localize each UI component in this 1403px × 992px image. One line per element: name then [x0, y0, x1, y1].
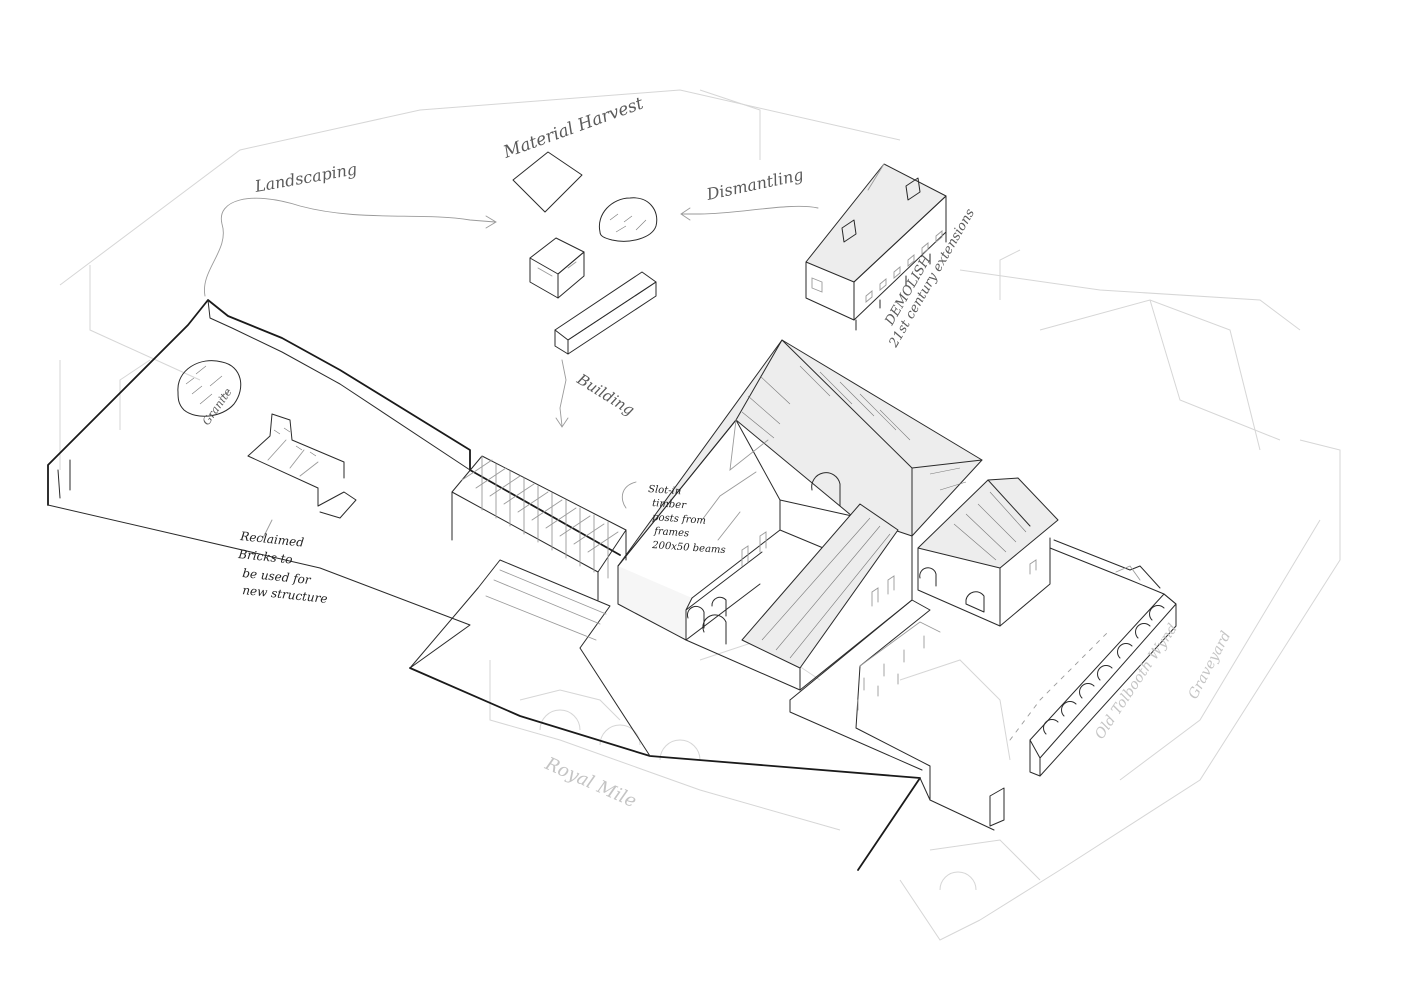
- demolish-building: [805, 163, 947, 331]
- slot-in-leader: [621, 481, 637, 509]
- dismantling-arrow: [681, 205, 819, 215]
- harvest-beam: [554, 271, 657, 355]
- material-harvest-cluster: [512, 151, 658, 355]
- annotation-labels: Material Harvest Landscaping Dismantling…: [200, 93, 1235, 812]
- granite-patch: [177, 360, 242, 417]
- label-slot-5: 200x50 beams: [651, 540, 726, 556]
- label-royal-mile: Royal Mile: [541, 753, 639, 812]
- label-landscaping: Landscaping: [252, 159, 358, 196]
- timber-frame-structure: [409, 455, 627, 669]
- left-site-wall: [47, 299, 621, 669]
- right-yard: [989, 539, 1177, 827]
- label-slot-4: frames: [653, 526, 690, 539]
- label-granite: Granite: [200, 385, 235, 427]
- process-arrows: [204, 197, 819, 428]
- label-slot-2: timber: [652, 498, 688, 511]
- label-reclaimed-4: new structure: [242, 583, 328, 606]
- building-arrow: [559, 359, 567, 427]
- harvest-cube: [529, 237, 585, 299]
- harvest-slab: [512, 151, 583, 213]
- small-house: [917, 477, 1059, 627]
- label-old-tolbooth-wynd: Old Tolbooth Wynd: [1092, 621, 1181, 742]
- label-reclaimed-2: Bricks to: [237, 547, 294, 567]
- lower-annex: [789, 599, 995, 831]
- landscaping-arrow: [204, 197, 496, 297]
- ruin-walls: [247, 413, 357, 519]
- label-material-harvest: Material Harvest: [500, 93, 646, 163]
- courtyard-building: [617, 339, 983, 691]
- reclaimed-leader: [261, 519, 273, 541]
- label-slot-3: posts from: [652, 512, 707, 527]
- harvest-rubble: [598, 197, 658, 242]
- label-dismantling: Dismantling: [704, 165, 805, 204]
- label-reclaimed-1: Reclaimed: [239, 529, 305, 550]
- label-building: Building: [573, 370, 638, 420]
- label-graveyard: Graveyard: [1185, 629, 1234, 702]
- street-frontage: [409, 647, 931, 871]
- label-slot-1: Slot-in: [648, 484, 682, 497]
